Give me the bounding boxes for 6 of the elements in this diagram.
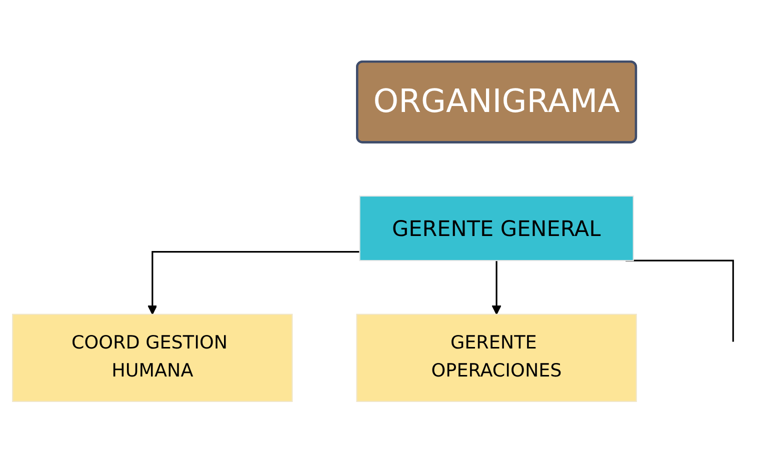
org-chart: ORGANIGRAMA GERENTE GENERAL GERENTE OPERACIONES COORD GESTION HUMANA: [4, 53, 774, 411]
arrow: [148, 251, 360, 316]
arrow: [492, 260, 502, 316]
node-box: [12, 314, 293, 402]
node-box: [356, 314, 637, 402]
node-box: [359, 196, 634, 262]
